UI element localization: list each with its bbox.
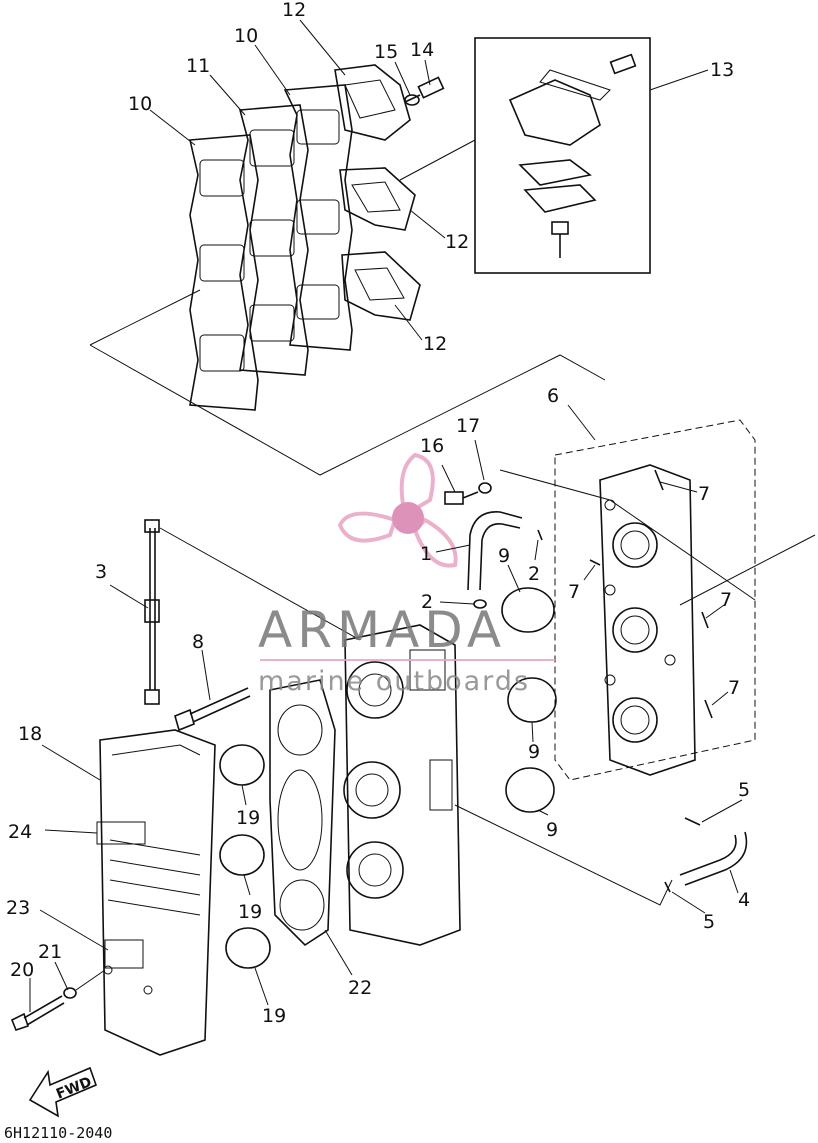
callout-21: 21 xyxy=(38,941,62,963)
drawing-code: 6H12110-2040 xyxy=(4,1124,112,1142)
reed-valve-12-top xyxy=(334,64,411,141)
plate-11 xyxy=(238,104,309,376)
guide-line-top-left xyxy=(89,289,201,346)
callout-11: 11 xyxy=(186,55,210,77)
guide-line-manifold xyxy=(499,469,756,601)
reed-valve-detail-13 xyxy=(399,37,651,274)
callout-5: 5 xyxy=(738,779,750,801)
guide-line-bolt-20 xyxy=(75,969,106,991)
callout-8: 8 xyxy=(192,631,204,653)
logo-brand: ARMADA xyxy=(258,601,506,659)
callout-7: 7 xyxy=(698,483,710,505)
callout-18: 18 xyxy=(18,723,42,745)
callout-6: 6 xyxy=(547,385,559,407)
callout-19: 19 xyxy=(238,901,262,923)
fwd-label: FWD xyxy=(54,1074,94,1103)
callout-9: 9 xyxy=(546,819,558,841)
washer-21 xyxy=(63,987,77,999)
forward-direction-arrow: FWD xyxy=(28,1066,98,1118)
label-plate-23 xyxy=(104,939,144,969)
reed-valve-12-bottom xyxy=(341,251,421,321)
callout-3: 3 xyxy=(95,561,107,583)
callout-9: 9 xyxy=(528,741,540,763)
o-rings-19 xyxy=(219,744,271,969)
bolt-8 xyxy=(174,687,251,732)
callout-2: 2 xyxy=(528,563,540,585)
guide-line-manifold-right xyxy=(679,534,816,606)
callout-7: 7 xyxy=(720,589,732,611)
intake-manifold-6 xyxy=(554,419,756,781)
callout-19: 19 xyxy=(236,807,260,829)
carburetor-assembly xyxy=(343,624,461,946)
callout-2: 2 xyxy=(421,591,433,613)
guide-line-lower xyxy=(454,804,673,906)
guide-line-reed-assembly xyxy=(89,344,606,476)
leader-lines xyxy=(29,19,743,1012)
callout-15: 15 xyxy=(374,41,398,63)
callout-19: 19 xyxy=(262,1005,286,1027)
callout-1: 1 xyxy=(420,543,432,565)
callout-17: 17 xyxy=(456,415,480,437)
callout-12: 12 xyxy=(282,0,306,21)
logo-tagline: marine outboards xyxy=(258,666,530,697)
link-rod-3 xyxy=(144,519,160,705)
bolt-20 xyxy=(10,995,65,1031)
callout-labels: 12 10 11 10 15 14 13 12 12 6 16 17 7 1 2… xyxy=(6,0,750,1027)
callout-23: 23 xyxy=(6,897,30,919)
guide-line-link-rod xyxy=(159,527,361,641)
callout-10: 10 xyxy=(234,25,258,47)
washer-15 xyxy=(404,94,420,106)
callout-10: 10 xyxy=(128,93,152,115)
hose-1 xyxy=(467,511,523,591)
bolt-16 xyxy=(444,491,479,505)
label-plate-24 xyxy=(96,821,146,845)
clips-5 xyxy=(664,817,701,893)
armada-logo-watermark: ARMADA marine outboards xyxy=(258,452,555,697)
callout-16: 16 xyxy=(420,435,444,457)
reed-valve-12-middle xyxy=(339,167,416,231)
callout-7: 7 xyxy=(728,677,740,699)
silencer-cover-18 xyxy=(96,729,216,1056)
callout-14: 14 xyxy=(410,39,434,61)
hose-4 xyxy=(679,831,748,886)
bolt-14 xyxy=(404,76,445,103)
callout-9: 9 xyxy=(498,545,510,567)
callout-22: 22 xyxy=(348,977,372,999)
callout-4: 4 xyxy=(738,889,750,911)
callout-12: 12 xyxy=(445,231,469,253)
callout-7: 7 xyxy=(568,581,580,603)
callout-24: 24 xyxy=(8,821,32,843)
callout-13: 13 xyxy=(710,59,734,81)
gasket-10-front xyxy=(189,134,259,411)
pins-7 xyxy=(589,469,713,719)
o-rings-9 xyxy=(501,587,557,813)
callout-5: 5 xyxy=(703,911,715,933)
gasket-22 xyxy=(269,679,336,947)
callout-20: 20 xyxy=(10,959,34,981)
gasket-10-rear xyxy=(283,84,353,351)
washer-17 xyxy=(478,482,492,494)
callout-12: 12 xyxy=(423,333,447,355)
